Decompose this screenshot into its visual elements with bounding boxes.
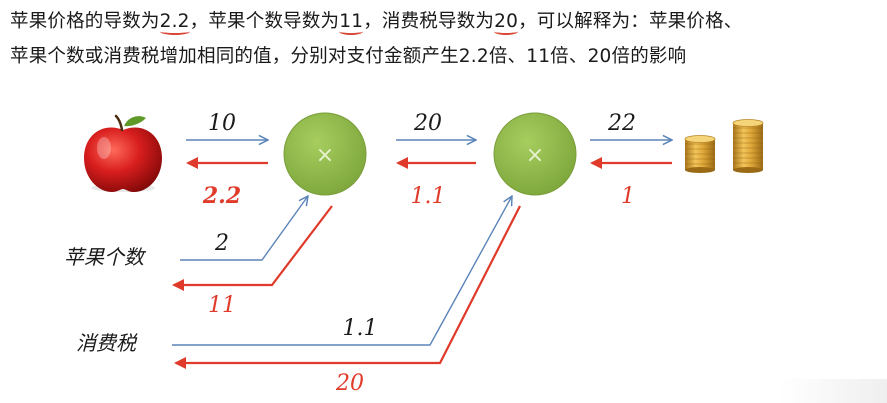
underlined-value-apple-count: 11 [339, 11, 364, 32]
forward-value-tax: 1.1 [343, 316, 378, 341]
text-seg: ，苹果个数导数为 [189, 11, 340, 32]
backward-arrow-apple-count [172, 205, 333, 291]
input-label-tax: 消费税 [76, 331, 138, 355]
input-label-apple-count: 苹果个数 [64, 245, 147, 269]
forward-value-apple-price: 10 [208, 111, 236, 136]
forward-value-apple-count: 2 [214, 231, 229, 256]
explanation-text: 苹果价格的导数为2.2，苹果个数导数为11，消费税导数为20，可以解释为：苹果价… [10, 4, 882, 74]
multiply-node-2: × [493, 112, 577, 196]
text-seg: ，可以解释为：苹果价格、 [518, 11, 743, 32]
backward-value-output: 1 [621, 184, 635, 209]
multiply-node-1: × [283, 112, 367, 196]
explanation-line-2: 苹果个数或消费税增加相同的值，分别对支付金额产生2.2倍、11倍、20倍的影响 [10, 46, 687, 67]
forward-value-mul2-out: 22 [607, 111, 636, 136]
text-seg: 苹果价格的导数为 [10, 11, 160, 32]
forward-value-mul1-out: 20 [413, 111, 442, 136]
forward-arrow-tax [172, 196, 512, 346]
underlined-value-tax: 20 [494, 11, 519, 32]
backward-arrow-tax [174, 205, 521, 369]
backward-value-tax: 20 [335, 371, 364, 396]
bottom-right-fade [780, 379, 887, 403]
text-seg: ，消费税导数为 [363, 11, 495, 32]
explanation-line-1: 苹果价格的导数为2.2，苹果个数导数为11，消费税导数为20，可以解释为：苹果价… [10, 4, 882, 39]
multiply-symbol: × [526, 143, 544, 168]
multiply-symbol: × [316, 143, 334, 168]
coins-icon [684, 119, 764, 173]
backward-value-mul1-out: 1.1 [411, 184, 446, 209]
underlined-value-apple-price: 2.2 [159, 11, 190, 32]
forward-arrow-apple-count [180, 196, 308, 261]
apple-icon [84, 114, 162, 192]
backward-value-apple-count: 11 [208, 293, 236, 318]
backward-value-apple-price: 2.2 [202, 183, 241, 209]
